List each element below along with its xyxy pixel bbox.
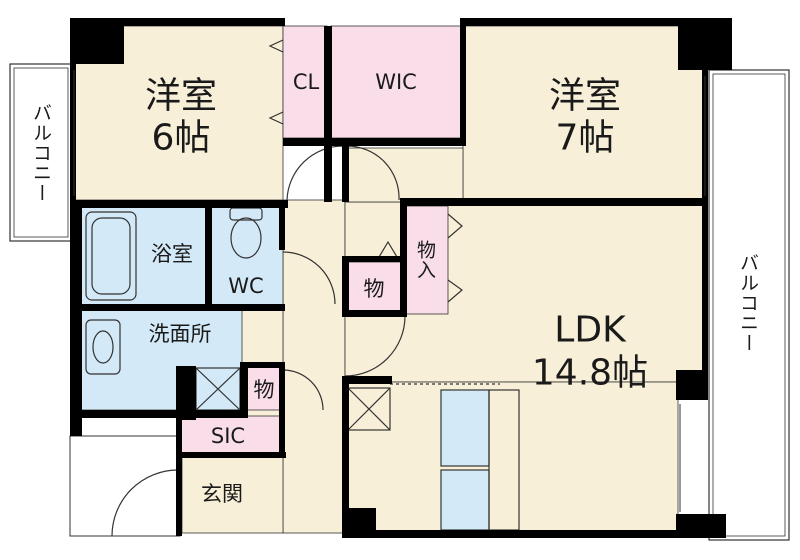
door-swings	[111, 39, 463, 537]
storage-small-label: 物	[364, 277, 385, 301]
ldk-floor-bottom	[344, 381, 679, 534]
storage-hall-label: 物	[254, 378, 275, 402]
wall-ldk-column	[342, 376, 392, 384]
balcony-right-rail	[712, 73, 786, 537]
walls	[70, 18, 732, 538]
wall-storage-hall-left	[240, 362, 248, 418]
door-western-right	[346, 145, 400, 201]
column-right-mid	[676, 370, 708, 400]
storage-closet-label: 物入	[414, 240, 436, 280]
storage-hall-floor	[245, 365, 284, 411]
washroom-floor	[79, 309, 243, 411]
washroom-label: 洗面所	[149, 322, 212, 346]
closet-label: CL	[293, 70, 320, 94]
balcony-right-area	[708, 69, 790, 541]
column-mid-left	[176, 366, 196, 420]
fixtures	[85, 207, 520, 531]
wall-left-lower	[70, 200, 82, 436]
wall-storage-left	[400, 198, 407, 316]
wall-wic-bottom	[283, 138, 466, 146]
western-room-right-floor	[462, 25, 707, 203]
balcony-left-label: バルコニー	[30, 103, 52, 203]
column-bottom-right	[676, 514, 726, 538]
wall-wic-right	[460, 26, 466, 144]
wall-sic-left	[176, 416, 182, 536]
toilet-bowl	[230, 217, 262, 259]
balcony-right-label: バルコニー	[737, 253, 759, 353]
balcony-left-area	[9, 63, 73, 242]
wash-basin	[85, 319, 121, 375]
balconies	[9, 63, 790, 541]
column-top-left	[70, 18, 124, 64]
door-storage-closet	[447, 213, 463, 303]
wall-top-right	[460, 18, 732, 26]
ldk-size: 14.8帖	[532, 353, 648, 394]
wall-storage-small-left	[342, 256, 349, 316]
door-western-left	[286, 145, 344, 201]
balcony-left-rail	[13, 67, 69, 238]
wall-wash-bottom	[70, 410, 246, 418]
shoe-closet-label: SIC	[211, 424, 245, 448]
wall-storage-bottom	[342, 310, 407, 317]
ldk-name: LDK	[554, 310, 627, 351]
wall-bath-wc	[205, 200, 212, 310]
wall-bottom	[342, 530, 708, 538]
shaft-left-cross	[195, 367, 241, 411]
wall-hall-right	[342, 146, 349, 202]
kitchen-sink	[440, 469, 490, 531]
wall-sic-bottom	[176, 452, 286, 458]
wall-top-left	[70, 18, 285, 26]
wall-wash-top	[70, 304, 285, 311]
bathroom-label: 浴室	[151, 242, 193, 266]
wall-left-upper	[70, 18, 76, 202]
bathroom-floor	[79, 205, 207, 307]
entrance-label: 玄関	[201, 482, 243, 506]
bathtub	[85, 211, 137, 301]
wall-closet-wic	[324, 26, 332, 202]
column-bottom-left	[342, 508, 376, 538]
storage-small-floor	[344, 261, 404, 313]
ldk-upper-strip	[344, 147, 464, 203]
western-room-left-size: 6帖	[152, 118, 211, 159]
windows	[73, 70, 706, 512]
wash-basin-bowl	[92, 330, 114, 364]
door-entrance	[111, 469, 179, 537]
door-storage-hall	[282, 369, 324, 411]
kitchen-counter	[440, 389, 490, 467]
room-labels: 洋室 6帖 洋室 7帖 CL WIC 浴室 WC 洗面所 物 物入 物 LDK …	[30, 70, 759, 506]
storage-closet-floor	[405, 205, 449, 315]
western-room-right-name: 洋室	[549, 76, 621, 117]
shaft-ldk-cross	[347, 387, 391, 431]
western-room-right-size: 7帖	[556, 118, 615, 159]
hallway-floor	[282, 199, 346, 534]
wall-right-side	[702, 26, 708, 370]
toilet-label: WC	[228, 274, 263, 298]
door-storage-small	[375, 240, 401, 263]
wall-wc-right	[279, 200, 285, 250]
wall-ldk-left-lower	[342, 376, 349, 536]
wall-storage-small-top	[342, 256, 402, 262]
wall-bath-top	[70, 200, 288, 208]
wall-right-room-bottom	[400, 198, 706, 206]
bathtub-inner	[91, 217, 131, 295]
wall-storage-hall-top	[240, 362, 285, 368]
wall-hall-left	[279, 362, 285, 458]
entrance-floor	[181, 455, 284, 534]
door-closet	[268, 39, 284, 125]
walk-in-closet-floor	[330, 25, 464, 139]
porch-area	[69, 435, 181, 537]
western-room-left-name: 洋室	[145, 76, 217, 117]
door-toilet	[282, 251, 336, 305]
door-ldk	[344, 315, 406, 377]
wic-label: WIC	[375, 70, 417, 94]
